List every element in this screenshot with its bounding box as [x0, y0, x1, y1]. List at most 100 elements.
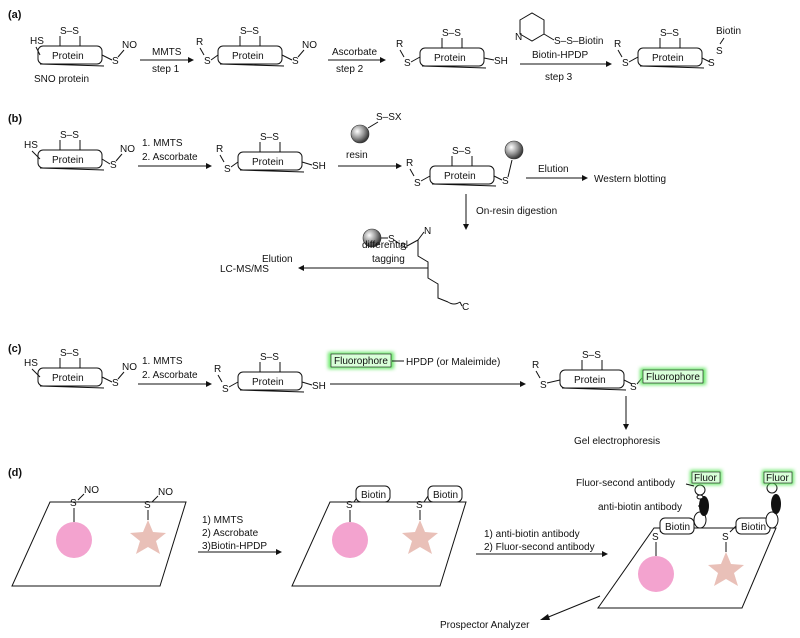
- svg-text:S: S: [502, 176, 509, 187]
- svg-text:S–S: S–S: [60, 348, 79, 359]
- svg-text:Fluorophore: Fluorophore: [646, 372, 700, 383]
- resin-bead-icon: [504, 140, 524, 160]
- svg-text:S: S: [414, 178, 421, 189]
- svg-text:S: S: [204, 56, 211, 67]
- svg-text:S: S: [222, 384, 229, 395]
- svg-text:step 2: step 2: [336, 64, 364, 75]
- svg-text:HS: HS: [24, 140, 38, 151]
- svg-text:S: S: [110, 160, 117, 171]
- svg-text:HS: HS: [24, 358, 38, 369]
- protein-a2: Protein S–S: [217, 26, 285, 67]
- svg-text:Protein: Protein: [574, 375, 606, 386]
- panel-c-label: (c): [8, 343, 22, 355]
- svg-text:R: R: [532, 360, 539, 371]
- svg-text:MMTS: MMTS: [152, 47, 182, 58]
- protein-spot-circle: [332, 522, 368, 558]
- svg-text:step 1: step 1: [152, 64, 180, 75]
- svg-text:NO: NO: [84, 485, 99, 496]
- svg-text:S–S: S–S: [260, 132, 279, 143]
- svg-text:S: S: [716, 46, 723, 57]
- svg-text:Biotin-HPDP: Biotin-HPDP: [532, 50, 588, 61]
- svg-text:SH: SH: [494, 56, 508, 67]
- svg-text:1. MMTS: 1. MMTS: [142, 356, 183, 367]
- biotin-reagent-label: S–S–Biotin: [554, 36, 603, 47]
- svg-text:Biotin: Biotin: [433, 490, 458, 501]
- biotin-tag: [659, 517, 695, 535]
- svg-text:N: N: [515, 32, 522, 43]
- protein-spot-star: [130, 520, 166, 554]
- svg-text:resin: resin: [346, 150, 368, 161]
- svg-text:2) Ascrobate: 2) Ascrobate: [202, 528, 259, 539]
- antibody-stack-left: Fluor: [690, 470, 722, 529]
- svg-text:tagging: tagging: [372, 254, 405, 265]
- svg-text:NO: NO: [122, 362, 137, 373]
- svg-text:S: S: [388, 234, 395, 245]
- sno-protein-label: SNO protein: [34, 74, 89, 85]
- svg-text:SH: SH: [312, 161, 326, 172]
- svg-text:S: S: [346, 500, 353, 511]
- svg-text:C: C: [462, 302, 469, 313]
- array-plate: [597, 527, 777, 609]
- svg-text:S: S: [416, 500, 423, 511]
- svg-text:3)Biotin-HPDP: 3)Biotin-HPDP: [202, 541, 267, 552]
- svg-text:Protein: Protein: [252, 377, 284, 388]
- fluorophore-tag: [642, 369, 704, 384]
- svg-text:S–S: S–S: [60, 26, 79, 37]
- western-blotting-label: Western blotting: [594, 174, 666, 185]
- svg-text:R: R: [214, 364, 221, 375]
- svg-text:S: S: [708, 58, 715, 69]
- svg-text:Elution: Elution: [538, 164, 569, 175]
- svg-text:HPDP (or Maleimide): HPDP (or Maleimide): [406, 357, 500, 368]
- protein-a1: Protein S–S: [37, 26, 105, 67]
- svg-text:Protein: Protein: [652, 53, 684, 64]
- antibody-stack-right: Fluor: [762, 470, 794, 529]
- svg-text:1) anti-biotin antibody: 1) anti-biotin antibody: [484, 529, 580, 540]
- svg-text:S: S: [622, 58, 629, 69]
- svg-text:NO: NO: [302, 40, 317, 51]
- svg-text:Fluor: Fluor: [694, 473, 717, 484]
- protein-c3: Protein S–S: [559, 350, 627, 391]
- svg-text:S–S: S–S: [452, 146, 471, 157]
- svg-text:S: S: [224, 164, 231, 175]
- svg-text:Fluorophore: Fluorophore: [334, 356, 388, 367]
- svg-text:S: S: [70, 498, 77, 509]
- svg-text:2) Fluor-second antibody: 2) Fluor-second antibody: [484, 542, 595, 553]
- svg-text:2. Ascorbate: 2. Ascorbate: [142, 370, 198, 381]
- panel-a-label: (a): [8, 9, 22, 21]
- protein-b2: Protein S–S: [237, 132, 305, 173]
- svg-text:NO: NO: [158, 487, 173, 498]
- svg-text:On-resin digestion: On-resin digestion: [476, 206, 557, 217]
- svg-text:Biotin: Biotin: [741, 522, 766, 533]
- svg-text:Protein: Protein: [434, 53, 466, 64]
- resin-bead-icon: [350, 124, 370, 144]
- svg-text:Fluor: Fluor: [766, 473, 789, 484]
- svg-text:S: S: [652, 532, 659, 543]
- gel-electrophoresis-label: Gel electrophoresis: [574, 436, 660, 447]
- protein-c1: Protein S–S: [37, 348, 105, 389]
- svg-text:Biotin: Biotin: [716, 26, 741, 37]
- svg-text:S–S: S–S: [60, 130, 79, 141]
- a1-hs: HS: [30, 36, 44, 47]
- svg-text:step 3: step 3: [545, 72, 573, 83]
- svg-text:NO: NO: [120, 144, 135, 155]
- svg-text:2. Ascorbate: 2. Ascorbate: [142, 152, 198, 163]
- svg-text:1. MMTS: 1. MMTS: [142, 138, 183, 149]
- protein-a4: Protein S–S: [637, 28, 705, 69]
- protein-a3: Protein S–S: [419, 28, 487, 69]
- svg-text:S: S: [112, 378, 119, 389]
- svg-text:Protein: Protein: [52, 373, 84, 384]
- svg-text:Elution: Elution: [262, 254, 293, 265]
- svg-text:S: S: [400, 242, 407, 253]
- svg-text:Biotin: Biotin: [665, 522, 690, 533]
- svg-text:S: S: [144, 500, 151, 511]
- protein-b1: Protein S–S: [37, 130, 105, 171]
- svg-text:Protein: Protein: [252, 157, 284, 168]
- array-plate: [291, 501, 467, 587]
- svg-text:Ascorbate: Ascorbate: [332, 47, 377, 58]
- lcms-label: LC-MS/MS: [220, 264, 269, 275]
- svg-text:S: S: [404, 58, 411, 69]
- fluorophore-tag: [330, 353, 392, 368]
- protein-spot-circle: [56, 522, 92, 558]
